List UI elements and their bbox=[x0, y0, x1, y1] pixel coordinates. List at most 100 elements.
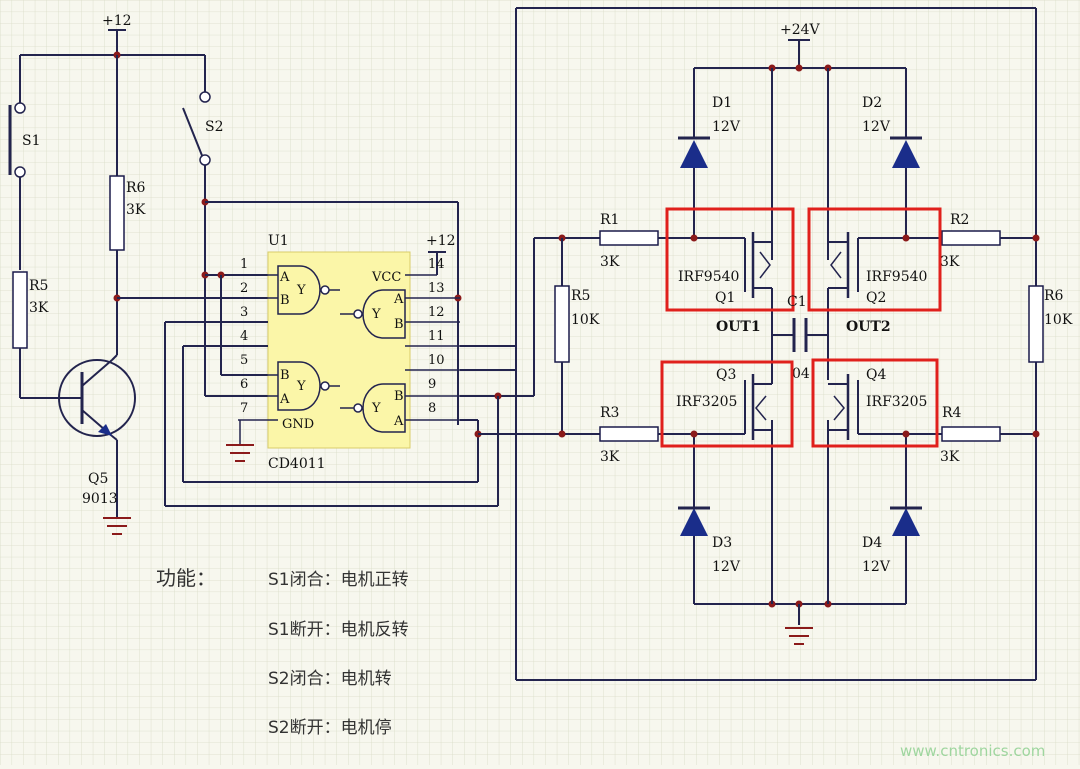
q4-mosfet bbox=[828, 374, 859, 440]
q4-part: IRF3205 bbox=[866, 394, 927, 410]
s1-label: S1 bbox=[22, 133, 41, 149]
r6-bridge-resistor bbox=[1028, 285, 1044, 363]
r1-value: 3K bbox=[600, 254, 620, 270]
q1-name: Q1 bbox=[715, 290, 735, 306]
bridge-ground-symbol bbox=[785, 627, 813, 645]
r6-left-resistor bbox=[109, 175, 125, 251]
d2-name: D2 bbox=[862, 95, 882, 111]
q3-part: IRF3205 bbox=[676, 394, 737, 410]
svg-text:B: B bbox=[394, 317, 404, 332]
pin-8: 8 bbox=[428, 401, 436, 416]
svg-text:B: B bbox=[394, 389, 404, 404]
r4-name: R4 bbox=[942, 405, 962, 421]
q1-highlight-box bbox=[665, 207, 795, 312]
pin-5: 5 bbox=[240, 353, 248, 368]
svg-text:A: A bbox=[393, 292, 404, 307]
pin-6: 6 bbox=[240, 377, 248, 392]
pin-11: 11 bbox=[428, 329, 445, 344]
svg-text:A: A bbox=[393, 414, 404, 429]
svg-text:B: B bbox=[280, 293, 290, 308]
chip-ref: U1 bbox=[268, 233, 289, 249]
d3-name: D3 bbox=[712, 535, 732, 551]
d2-value: 12V bbox=[862, 119, 891, 135]
r6-bridge-value: 10K bbox=[1044, 312, 1073, 328]
note-line-3: S2闭合：电机转 bbox=[268, 669, 392, 689]
q3-highlight-box bbox=[660, 360, 794, 448]
q4-name: Q4 bbox=[866, 367, 886, 383]
r6-left-value: 3K bbox=[126, 202, 146, 218]
chip-vcc-label: VCC bbox=[371, 270, 401, 285]
function-notes: 功能： S1闭合：电机正转 S1断开：电机反转 S2闭合：电机转 S2断开：电机… bbox=[156, 566, 409, 738]
pin-4: 4 bbox=[240, 329, 248, 344]
s2-label: S2 bbox=[205, 119, 224, 135]
d4-zener-diode bbox=[890, 434, 922, 604]
q5-part: 9013 bbox=[82, 491, 118, 507]
r5-bridge-value: 10K bbox=[571, 312, 600, 328]
q2-part: IRF9540 bbox=[866, 269, 927, 285]
pin-10: 10 bbox=[428, 353, 445, 368]
q5-ground-symbol bbox=[103, 517, 131, 535]
svg-text:A: A bbox=[279, 270, 290, 285]
notes-title: 功能： bbox=[156, 566, 216, 590]
d1-name: D1 bbox=[712, 95, 732, 111]
nand-gate-3: A B Y bbox=[353, 289, 406, 339]
pin-12: 12 bbox=[428, 305, 445, 320]
vcc24-label: +24V bbox=[780, 22, 821, 38]
r3-value: 3K bbox=[600, 449, 620, 465]
r4-resistor bbox=[941, 426, 1001, 442]
q2-mosfet bbox=[827, 232, 859, 320]
out2-label: OUT2 bbox=[846, 319, 891, 335]
d3-value: 12V bbox=[712, 559, 741, 575]
s1-switch bbox=[8, 55, 26, 270]
pin-3: 3 bbox=[240, 305, 248, 320]
pin-2: 2 bbox=[240, 281, 248, 296]
q5-name: Q5 bbox=[88, 471, 108, 487]
note-line-4: S2断开：电机停 bbox=[268, 718, 392, 738]
d4-value: 12V bbox=[862, 559, 891, 575]
vcc12-label: +12 bbox=[102, 13, 132, 29]
r5-left-value: 3K bbox=[29, 300, 49, 316]
r5-bridge-name: R5 bbox=[571, 288, 590, 304]
r2-name: R2 bbox=[950, 212, 969, 228]
note-line-1: S1闭合：电机正转 bbox=[268, 570, 409, 590]
chip-part: CD4011 bbox=[268, 456, 326, 472]
svg-text:Y: Y bbox=[296, 283, 306, 298]
chip-gnd-label: GND bbox=[282, 417, 314, 432]
watermark: www.cntronics.com bbox=[900, 742, 1045, 760]
r1-resistor bbox=[599, 230, 659, 246]
q3-name: Q3 bbox=[716, 367, 736, 383]
r6-bridge-name: R6 bbox=[1044, 288, 1064, 304]
nand-gate-2: B A Y bbox=[277, 361, 330, 411]
h-bridge-section: +24V D1 12V bbox=[478, 7, 1073, 681]
r5-left-name: R5 bbox=[29, 278, 48, 294]
svg-text:Y: Y bbox=[296, 379, 306, 394]
d1-value: 12V bbox=[712, 119, 741, 135]
out1-label: OUT1 bbox=[716, 319, 761, 335]
r5-bridge-resistor bbox=[554, 285, 570, 363]
cd4011-chip: U1 CD4011 VCC GND +12 1 2 3 4 5 6 7 8 9 … bbox=[164, 233, 534, 507]
r1-name: R1 bbox=[600, 212, 619, 228]
d1-zener-diode bbox=[678, 68, 710, 238]
svg-text:A: A bbox=[279, 392, 290, 407]
pin-1: 1 bbox=[240, 257, 248, 272]
q2-highlight-box bbox=[807, 207, 942, 312]
svg-text:Y: Y bbox=[371, 307, 381, 322]
chip-ground-symbol bbox=[226, 444, 254, 462]
r2-resistor bbox=[941, 230, 1001, 246]
q4-highlight-box bbox=[811, 358, 939, 448]
note-line-2: S1断开：电机反转 bbox=[268, 620, 409, 640]
q1-mosfet bbox=[744, 232, 773, 320]
pin-7: 7 bbox=[240, 401, 248, 416]
left-input-section: +12 S1 R5 3K R6 3K bbox=[8, 13, 462, 535]
nand-gate-4: B A Y bbox=[353, 383, 406, 433]
q5-transistor bbox=[58, 354, 136, 518]
pin-14: 14 bbox=[428, 257, 445, 272]
r6-left-name: R6 bbox=[126, 180, 146, 196]
r3-resistor bbox=[599, 426, 659, 442]
r5-left-resistor bbox=[12, 271, 28, 349]
c1-name: C1 bbox=[787, 294, 807, 310]
r2-value: 3K bbox=[940, 254, 960, 270]
